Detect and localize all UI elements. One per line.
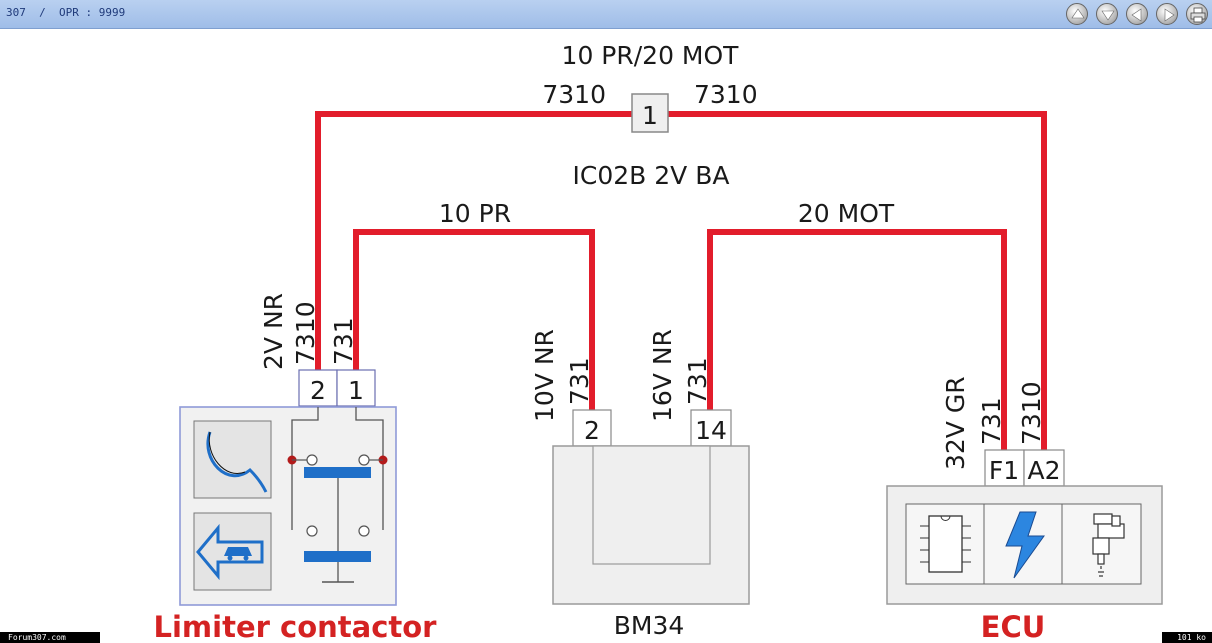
ecu: 32V GR 731 7310 F1 A2	[886, 376, 1163, 643]
curve-arrow-path	[206, 431, 268, 493]
ecu-wire-731: 731	[977, 397, 1006, 445]
arrow-down-icon	[1101, 10, 1115, 21]
limiter-conn-label: 2V NR	[259, 293, 288, 370]
breadcrumb: 307 / OPR : 9999	[6, 6, 126, 19]
splice: 10 PR/20 MOT 7310 7310 1	[542, 41, 758, 133]
car-wheel-left	[227, 555, 233, 561]
splice-title: 10 PR/20 MOT	[562, 41, 740, 70]
ecu-pin-a2-label: A2	[1027, 456, 1060, 485]
splice-wire-left: 7310	[542, 80, 606, 109]
harness-label: IC02B 2V BA	[573, 161, 730, 190]
ecu-conn-label: 32V GR	[941, 376, 970, 470]
chip-icon	[920, 515, 971, 573]
bm34-conn-b-wire: 731	[683, 357, 712, 405]
nav-forward-button[interactable]	[1156, 3, 1178, 25]
limiter-pin-1[interactable]	[336, 369, 376, 407]
wire-7310-right[interactable]	[666, 111, 1047, 450]
bm34-pin-2-label: 2	[584, 416, 600, 445]
bm34-conn-b-label: 16V NR	[648, 329, 677, 422]
bm34-label: BM34	[614, 611, 685, 640]
limiter-wire-731: 731	[329, 317, 358, 365]
splice-pin: 1	[642, 101, 658, 130]
bm34-inner	[592, 445, 711, 565]
splice-box[interactable]	[631, 93, 669, 133]
curve-arrow-icon	[193, 420, 272, 499]
bm34-pin-14-label: 14	[695, 416, 727, 445]
curve-arrow-outline	[208, 431, 246, 474]
limiter-wire-7310: 7310	[291, 301, 320, 365]
footer-site-tag: Forum307.com	[0, 632, 100, 643]
limiter-pin-2[interactable]	[298, 369, 338, 407]
bm34: 10V NR 731 16V NR 731 2 14 BM34	[530, 329, 750, 640]
ecu-pin-f1-label: F1	[989, 456, 1019, 485]
top-toolbar: 307 / OPR : 9999	[0, 0, 1212, 29]
arrow-right-icon	[1164, 8, 1175, 22]
arrow-left-icon	[1131, 8, 1142, 22]
limiter-pin-2-label: 2	[310, 376, 326, 405]
wire-10pr[interactable]	[353, 229, 595, 410]
lightning-icon	[1005, 511, 1045, 579]
nav-up-button[interactable]	[1066, 3, 1088, 25]
printer-icon	[1190, 7, 1206, 23]
wire-10pr-label: 10 PR	[439, 199, 511, 228]
nav-down-button[interactable]	[1096, 3, 1118, 25]
ecu-pin-a2[interactable]	[1023, 449, 1065, 487]
wires	[315, 111, 1047, 450]
switch-contact-icon	[287, 407, 388, 583]
wire-20mot[interactable]	[707, 229, 1007, 450]
arrow-up-icon	[1071, 8, 1085, 19]
bm34-conn-a-label: 10V NR	[530, 329, 559, 422]
print-button[interactable]	[1186, 3, 1208, 25]
limiter-pin-1-label: 1	[348, 376, 364, 405]
bm34-pin-2[interactable]	[572, 409, 612, 447]
nav-back-button[interactable]	[1126, 3, 1148, 25]
wire-7310-left[interactable]	[315, 111, 634, 370]
ecu-label: ECU	[981, 610, 1046, 643]
injector-icon	[1092, 513, 1125, 577]
car-body	[224, 547, 252, 556]
car-wheel-right	[243, 555, 249, 561]
ecu-wire-7310: 7310	[1017, 381, 1046, 445]
bm34-conn-a-wire: 731	[565, 357, 594, 405]
ecu-pin-f1[interactable]	[984, 449, 1025, 487]
footer-size-tag: 101 ko	[1162, 632, 1212, 643]
limiter-contactor: 2V NR 7310 731 2 1	[154, 293, 438, 643]
splice-wire-right: 7310	[694, 80, 758, 109]
wire-20mot-label: 20 MOT	[798, 199, 895, 228]
limiter-label: Limiter contactor	[154, 610, 438, 643]
